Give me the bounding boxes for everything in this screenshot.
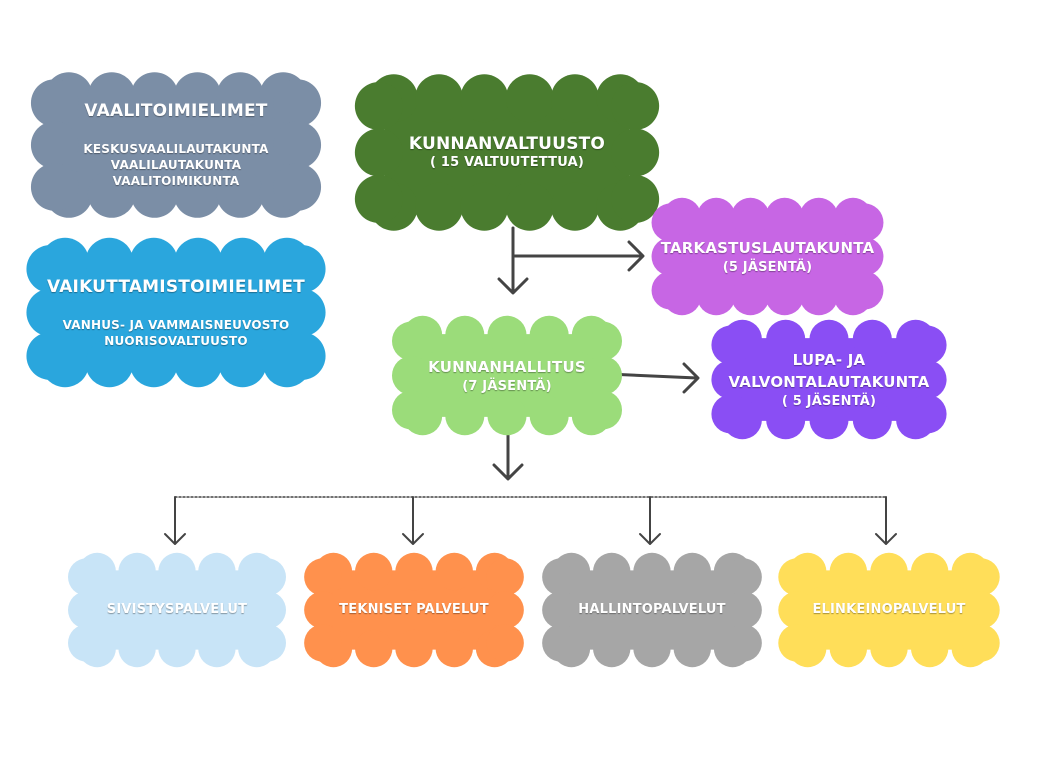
node-lupa-sub: ( 5 JÄSENTÄ)	[781, 393, 877, 409]
node-tarkastuslautakunta-title: TARKASTUSLAUTAKUNTA	[660, 238, 875, 257]
cloud-shape	[354, 74, 660, 231]
node-vaikuttamistoimielimet-line-2: NUORISOVALTUUSTO	[104, 333, 248, 348]
node-vaikuttamistoimielimet: VAIKUTTAMISTOIMIELIMET VANHUS- JA VAMMAI…	[26, 237, 326, 388]
arrowhead-to-palvelu-3	[639, 533, 661, 545]
cloud-shape	[68, 552, 286, 668]
node-kunnanhallitus-title: KUNNANHALLITUS	[428, 357, 586, 376]
node-kunnanvaltuusto: KUNNANVALTUUSTO ( 15 VALTUUTETTUA)	[354, 74, 660, 231]
node-vaalitoimielimet-line-3: VAALITOIMIKUNTA	[112, 174, 240, 188]
cloud-shape	[26, 237, 326, 388]
cloud-shape	[30, 72, 322, 218]
node-elinkeinopalvelut-title: ELINKEINOPALVELUT	[812, 602, 966, 617]
node-kunnanhallitus-sub: (7 JÄSENTÄ)	[462, 378, 552, 394]
arrowhead-hallitus-palvelut	[492, 463, 524, 481]
node-vaalitoimielimet-line-1: KESKUSVAALILAUTAKUNTA	[83, 142, 269, 156]
node-kunnanvaltuusto-sub: ( 15 VALTUUTETTUA)	[430, 154, 584, 170]
node-sivistyspalvelut: SIVISTYSPALVELUT	[68, 552, 286, 668]
node-tekniset-palvelut: TEKNISET PALVELUT	[304, 552, 524, 668]
node-vaalitoimielimet-line-2: VAALILAUTAKUNTA	[110, 158, 242, 172]
node-tarkastuslautakunta-sub: (5 JÄSENTÄ)	[722, 259, 813, 275]
node-vaalitoimielimet-title: VAALITOIMIELIMET	[84, 101, 268, 121]
arrowhead-hallitus-lupa	[682, 362, 700, 394]
cloud-shape	[304, 552, 524, 668]
node-vaalitoimielimet: VAALITOIMIELIMET KESKUSVAALILAUTAKUNTA V…	[30, 72, 322, 218]
arrowhead-valtuusto-hallitus	[497, 277, 529, 295]
arrowhead-to-palvelu-4	[875, 533, 897, 545]
cloud-shape	[391, 315, 623, 436]
node-hallintopalvelut-title: HALLINTOPALVELUT	[578, 602, 726, 617]
node-hallintopalvelut: HALLINTOPALVELUT	[542, 552, 762, 668]
node-lupa-ja-valvontalautakunta: LUPA- JA VALVONTALAUTAKUNTA ( 5 JÄSENTÄ)	[711, 319, 947, 440]
cloud-shape	[778, 552, 1000, 668]
node-kunnanhallitus: KUNNANHALLITUS (7 JÄSENTÄ)	[391, 315, 623, 436]
cloud-shape	[542, 552, 762, 668]
node-lupa-title-1: LUPA- JA	[792, 350, 866, 369]
node-tarkastuslautakunta: TARKASTUSLAUTAKUNTA (5 JÄSENTÄ)	[651, 197, 884, 316]
node-elinkeinopalvelut: ELINKEINOPALVELUT	[778, 552, 1000, 668]
arrowhead-valtuusto-tarkastus	[627, 240, 645, 272]
node-lupa-title-2: VALVONTALAUTAKUNTA	[728, 372, 930, 391]
arrowhead-to-palvelu-2	[402, 533, 424, 545]
node-sivistyspalvelut-title: SIVISTYSPALVELUT	[106, 602, 248, 617]
cloud-shape	[651, 197, 884, 316]
node-kunnanvaltuusto-title: KUNNANVALTUUSTO	[408, 133, 606, 154]
arrowhead-to-palvelu-1	[164, 533, 186, 545]
node-vaikuttamistoimielimet-line-1: VANHUS- JA VAMMAISNEUVOSTO	[62, 317, 290, 332]
node-tekniset-palvelut-title: TEKNISET PALVELUT	[339, 602, 489, 617]
arrow-hallitus-lupa	[606, 372, 699, 380]
cloud-shape	[711, 319, 947, 440]
node-vaikuttamistoimielimet-title: VAIKUTTAMISTOIMIELIMET	[47, 276, 305, 297]
